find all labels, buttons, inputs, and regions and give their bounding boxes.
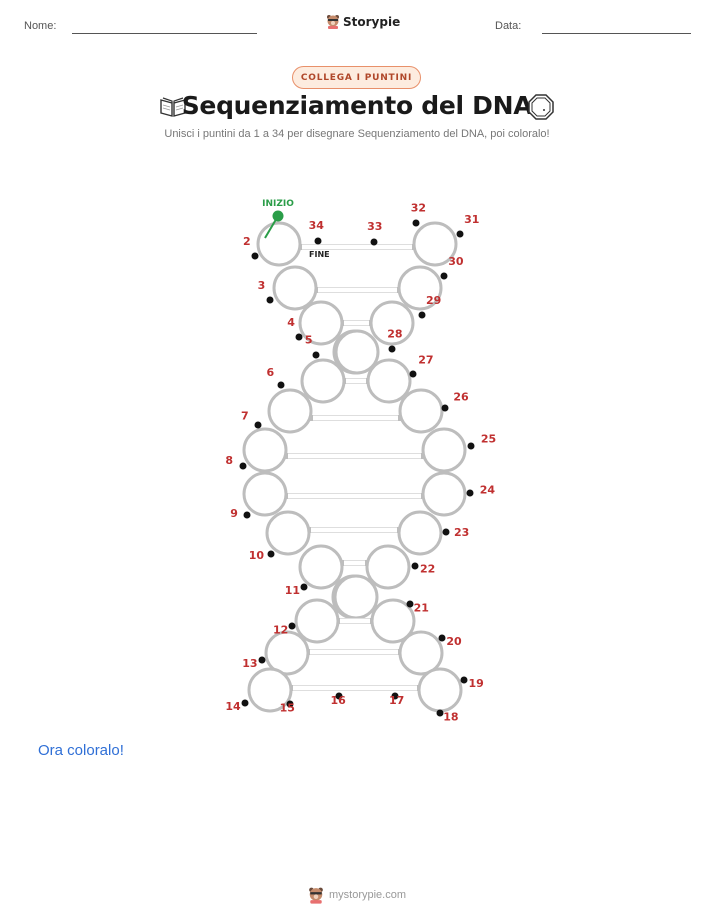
dot-number-21: 21 — [414, 601, 429, 614]
dot-number-30: 30 — [448, 255, 464, 268]
dot-17[interactable] — [391, 692, 399, 700]
dot-number-23: 23 — [454, 526, 469, 539]
dot-number-24: 24 — [480, 483, 496, 496]
dot-number-14: 14 — [225, 700, 241, 713]
page-title: Sequenziamento del DNA — [181, 91, 533, 120]
dot-15[interactable] — [286, 700, 294, 708]
dot-13[interactable] — [258, 656, 266, 664]
bear-mascot-icon — [327, 15, 339, 29]
dot-11[interactable] — [300, 583, 308, 591]
dot-22[interactable] — [411, 562, 419, 570]
dot-18[interactable] — [436, 709, 444, 717]
dot-number-20: 20 — [446, 635, 462, 648]
dot-31[interactable] — [456, 230, 464, 238]
dot-number-34: 34 — [309, 219, 325, 232]
dot-9[interactable] — [243, 511, 251, 519]
dot-2[interactable] — [251, 252, 259, 260]
dot-16[interactable] — [335, 692, 343, 700]
dot-number-29: 29 — [426, 294, 441, 307]
title-row: Sequenziamento del DNA — [0, 91, 714, 125]
dot-number-11: 11 — [285, 584, 300, 597]
end-label: FINE — [309, 250, 330, 259]
brand-logo: Storypie — [326, 14, 400, 29]
footer: mystorypie.com — [308, 886, 406, 904]
name-line[interactable] — [72, 33, 257, 34]
dot-number-28: 28 — [387, 327, 402, 340]
dot-number-26: 26 — [453, 391, 469, 404]
dot-number-31: 31 — [464, 213, 479, 226]
dot-7[interactable] — [254, 421, 262, 429]
dot-6[interactable] — [277, 381, 285, 389]
dot-number-27: 27 — [418, 354, 433, 367]
dot-24[interactable] — [466, 489, 474, 497]
octagon-sign-icon — [528, 94, 554, 120]
dot-number-10: 10 — [249, 549, 265, 562]
dot-number-22: 22 — [420, 563, 435, 576]
dot-number-13: 13 — [242, 657, 257, 670]
dot-number-3: 3 — [258, 279, 266, 292]
dot-3[interactable] — [266, 296, 274, 304]
dot-20[interactable] — [438, 634, 446, 642]
start-label: INIZIO — [262, 199, 294, 209]
dot-number-19: 19 — [469, 677, 484, 690]
dot-26[interactable] — [441, 404, 449, 412]
dot-number-2: 2 — [243, 235, 251, 248]
dot-number-9: 9 — [230, 507, 238, 520]
dot-34[interactable] — [314, 237, 322, 245]
dna-helix-outline — [242, 221, 467, 713]
dot-number-7: 7 — [241, 409, 249, 422]
dot-30[interactable] — [440, 272, 448, 280]
dot-number-32: 32 — [411, 201, 426, 214]
dot-25[interactable] — [467, 442, 475, 450]
dot-number-4: 4 — [287, 316, 295, 329]
dot-8[interactable] — [239, 462, 247, 470]
dot-19[interactable] — [460, 676, 468, 684]
footer-url[interactable]: mystorypie.com — [329, 889, 407, 901]
dot-21[interactable] — [406, 600, 414, 608]
dot-number-5: 5 — [305, 334, 313, 347]
dot-number-16: 16 — [331, 694, 347, 707]
activity-badge: COLLEGA I PUNTINI — [292, 66, 421, 89]
dot-23[interactable] — [442, 528, 450, 536]
start-dot[interactable] — [272, 210, 284, 222]
date-label: Data: — [495, 20, 522, 32]
dot-number-33: 33 — [367, 220, 382, 233]
dot-number-8: 8 — [225, 454, 233, 467]
brand-name: Storypie — [343, 14, 401, 29]
dot-10[interactable] — [267, 550, 275, 558]
dot-29[interactable] — [418, 311, 426, 319]
instructions: Unisci i puntini da 1 a 34 per disegnare… — [164, 128, 550, 140]
dot-14[interactable] — [241, 699, 249, 707]
dot-number-25: 25 — [481, 432, 496, 445]
dot-27[interactable] — [409, 370, 417, 378]
dot-5[interactable] — [312, 351, 320, 359]
dot-number-15: 15 — [280, 702, 295, 715]
name-label: Nome: — [24, 20, 57, 32]
footer-bear-icon — [309, 887, 323, 904]
dot-number-18: 18 — [443, 711, 458, 724]
dot-12[interactable] — [288, 622, 296, 630]
dot-32[interactable] — [412, 219, 420, 227]
dot-28[interactable] — [388, 345, 396, 353]
open-book-icon — [160, 97, 186, 117]
dot-33[interactable] — [370, 238, 378, 246]
dot-number-17: 17 — [389, 694, 404, 707]
dot-number-6: 6 — [266, 366, 274, 379]
dot-number-12: 12 — [273, 623, 288, 636]
date-line[interactable] — [542, 33, 691, 34]
color-prompt: Ora coloralo! — [38, 742, 124, 759]
dot-4[interactable] — [295, 333, 303, 341]
